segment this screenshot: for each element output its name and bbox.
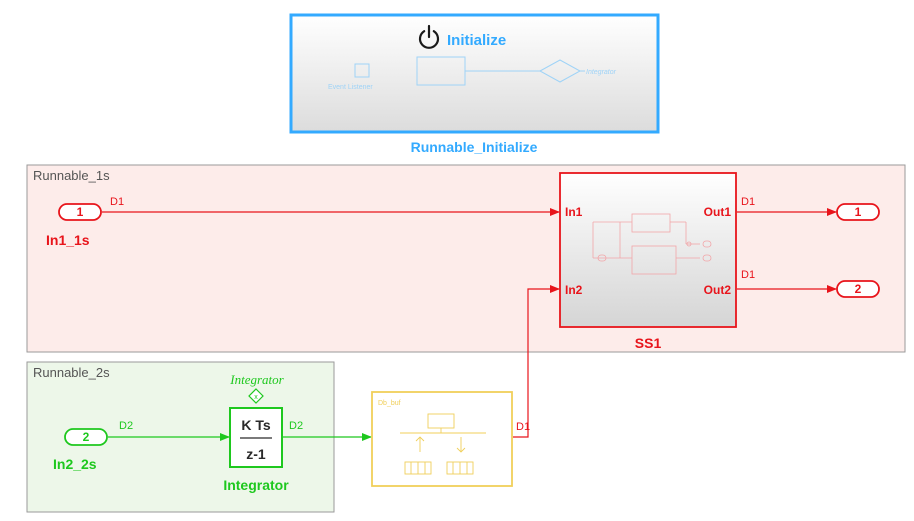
inport-in1-number: 1	[77, 205, 84, 219]
integrator-name: Integrator	[223, 477, 289, 493]
integrator-title: Integrator	[229, 372, 284, 387]
ss1-port-in2: In2	[565, 283, 583, 297]
area-runnable-1s[interactable]: Runnable_1s	[26, 164, 906, 353]
integrator-reset-diamond-icon: x	[248, 388, 264, 404]
initialize-block-name: Runnable_Initialize	[411, 139, 538, 155]
integrator-numerator: K Ts	[241, 417, 271, 433]
integrator-block[interactable]: K Ts z-1	[229, 407, 283, 468]
signal-in2-label: D2	[119, 420, 133, 432]
ss1-port-out1: Out1	[704, 205, 732, 219]
buffer-internal-preview	[400, 413, 486, 475]
outport-2[interactable]: 2	[836, 280, 880, 298]
subsystem-ss1[interactable]: In1 In2 Out1 Out2	[559, 172, 737, 328]
event-listener-icon	[354, 63, 370, 78]
integrator-denominator: z-1	[246, 446, 266, 462]
signal-buffer-to-ss1-in2[interactable]	[513, 285, 560, 438]
outport-1-number: 1	[855, 205, 862, 219]
signal-buffer-label: D1	[516, 421, 530, 433]
inport-in2-number: 2	[83, 430, 90, 444]
area-runnable-2s-label: Runnable_2s	[33, 365, 110, 380]
inport-in1-1s[interactable]: 1	[58, 203, 102, 221]
ss1-port-in1: In1	[565, 205, 583, 219]
inport-in2-name: In2_2s	[53, 456, 97, 472]
initialize-function-block[interactable]: Initialize Event Listener Integrator Run…	[289, 13, 660, 155]
ss1-port-out2: Out2	[704, 283, 732, 297]
inport-in2-2s[interactable]: 2	[64, 428, 108, 446]
initialize-title: Initialize	[447, 32, 506, 49]
inner-integrator-faded-label: Integrator	[586, 69, 617, 76]
signal-out1-label: D1	[741, 196, 755, 208]
subsystem-internal-preview	[592, 213, 712, 275]
event-listener-label: Event Listener	[328, 84, 373, 91]
outport-1[interactable]: 1	[836, 203, 880, 221]
signal-out2-label: D1	[741, 269, 755, 281]
inport-in1-name: In1_1s	[46, 232, 90, 248]
area-runnable-1s-label: Runnable_1s	[33, 168, 110, 183]
buffer-label: Db_buf	[378, 400, 401, 407]
buffer-block[interactable]: Db_buf	[371, 391, 513, 487]
svg-text:x: x	[254, 394, 258, 401]
signal-integrator-label: D2	[289, 420, 303, 432]
outport-2-number: 2	[855, 282, 862, 296]
subsystem-ss1-name: SS1	[635, 335, 662, 351]
signal-in1-label: D1	[110, 196, 124, 208]
power-icon	[418, 24, 440, 49]
